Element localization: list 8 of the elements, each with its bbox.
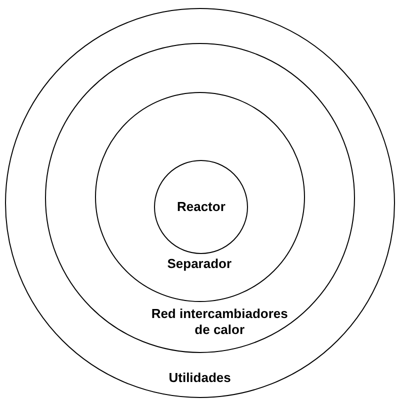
circle — [5, 8, 395, 398]
circle — [154, 160, 248, 254]
circle-label: Utilidades — [168, 370, 232, 386]
circle — [94, 92, 305, 302]
circle — [44, 42, 355, 353]
circle-label: Separador — [166, 256, 233, 272]
circle-label: Reactor — [176, 199, 226, 216]
circle-label: Red intercambiadores de calor — [150, 306, 289, 338]
